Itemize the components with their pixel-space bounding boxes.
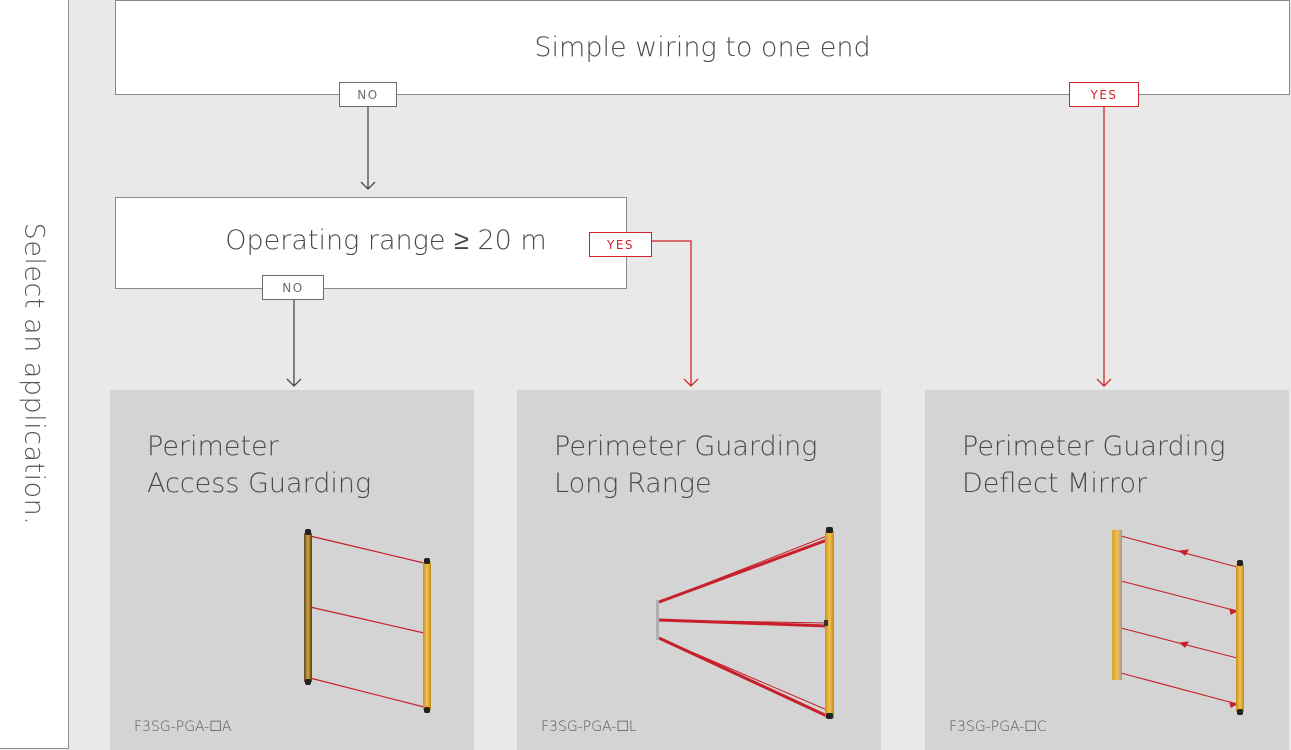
decision-simple-wiring: Simple wiring to one end	[115, 0, 1290, 95]
card-title: Perimeter Access Guarding	[147, 428, 371, 502]
card-title: Perimeter Guarding Deflect Mirror	[962, 428, 1226, 502]
connector-yes-1	[1096, 107, 1112, 387]
card-title: Perimeter Guarding Long Range	[554, 428, 818, 502]
card-title-line2: Long Range	[554, 468, 712, 499]
application-card-long-range[interactable]: Perimeter Guarding Long Range F3SG-PGA-☐…	[517, 390, 881, 750]
connector-no-2	[286, 300, 302, 387]
access-guarding-illustration	[304, 529, 431, 713]
no-tag-wiring: NO	[339, 82, 397, 107]
decision-simple-wiring-label: Simple wiring to one end	[534, 32, 871, 63]
deflect-mirror-illustration	[1112, 530, 1244, 715]
application-card-access-guarding[interactable]: Perimeter Access Guarding F3SG-PGA-☐A	[110, 390, 474, 750]
long-range-illustration	[656, 527, 834, 719]
no-tag-range: NO	[262, 275, 324, 300]
decision-operating-range-label: Operating range ≥ 20 m	[225, 224, 547, 256]
yes-tag-wiring: YES	[1069, 82, 1139, 107]
model-number: F3SG-PGA-☐L	[541, 719, 637, 735]
yes-tag-range: YES	[589, 232, 652, 257]
card-title-line2: Access Guarding	[147, 468, 372, 499]
decision-operating-range: Operating range ≥ 20 m	[115, 197, 627, 289]
model-number: F3SG-PGA-☐C	[949, 719, 1047, 735]
connector-no-1	[360, 107, 376, 190]
connector-yes-2	[652, 240, 699, 387]
model-number: F3SG-PGA-☐A	[134, 719, 232, 735]
card-title-line1: Perimeter Guarding	[554, 431, 818, 462]
application-card-deflect-mirror[interactable]: Perimeter Guarding Deflect Mirror F3SG-P…	[925, 390, 1289, 750]
side-panel: Select an application.	[0, 0, 69, 749]
card-title-line1: Perimeter	[147, 431, 279, 462]
card-title-line1: Perimeter Guarding	[962, 431, 1226, 462]
card-title-line2: Deflect Mirror	[962, 468, 1148, 499]
